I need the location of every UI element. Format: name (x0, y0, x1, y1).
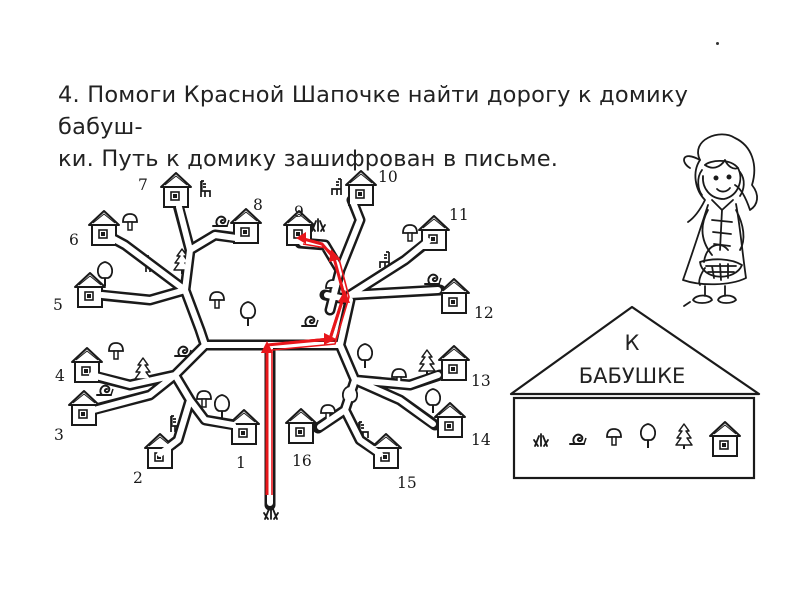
fir-tree-icon (134, 357, 152, 384)
house-number-14: 14 (471, 431, 491, 449)
house-number-3: 3 (54, 426, 64, 444)
letter-to-grandma: К БАБУШКЕ (509, 305, 761, 480)
little-red-riding-hood (682, 133, 758, 307)
house-number-6: 6 (69, 231, 79, 249)
letter-line-2: БАБУШКЕ (579, 364, 686, 388)
task-line-1: 4. Помоги Красной Шапочке найти дорогу к… (58, 82, 689, 140)
house-16[interactable] (285, 408, 317, 444)
snail-icon (301, 315, 319, 327)
snail-icon (212, 215, 230, 227)
house-number-5: 5 (53, 296, 63, 314)
house-number-2: 2 (133, 469, 143, 487)
house-1[interactable] (228, 409, 260, 445)
house-14[interactable] (434, 402, 466, 438)
house-11[interactable] (418, 215, 450, 251)
dot (716, 42, 719, 45)
house-number-9: 9 (294, 203, 304, 221)
house-number-10: 10 (378, 168, 398, 186)
house-number-16: 16 (292, 452, 312, 470)
house-12[interactable] (438, 278, 470, 314)
mushroom-icon (402, 224, 418, 242)
house-number-15: 15 (397, 474, 417, 492)
house-10[interactable] (345, 170, 377, 206)
snail-icon (424, 273, 442, 285)
snail-icon (96, 384, 114, 396)
house-number-12: 12 (474, 304, 494, 322)
task-text: 4. Помоги Красной Шапочке найти дорогу к… (58, 79, 778, 175)
house-7[interactable] (160, 172, 192, 208)
house-number-11: 11 (449, 206, 469, 224)
fir-tree-icon (418, 349, 436, 376)
house-4[interactable] (71, 347, 103, 383)
chair-icon (200, 180, 211, 198)
task-line-2: ки. Путь к домику зашифрован в письме. (58, 146, 559, 172)
mushroom-icon (209, 291, 225, 309)
tree-icon (239, 301, 257, 327)
house-number-7: 7 (138, 176, 148, 194)
tree-icon (213, 394, 231, 420)
house-number-13: 13 (471, 372, 491, 390)
tree-icon (356, 343, 374, 369)
house-number-1: 1 (236, 454, 246, 472)
tree-icon (424, 388, 442, 414)
house-13[interactable] (438, 345, 470, 381)
mushroom-icon (108, 342, 124, 360)
house-6[interactable] (88, 210, 120, 246)
chair-icon (331, 178, 342, 196)
mushroom-icon (122, 213, 138, 231)
letter-line-1: К (625, 331, 640, 355)
house-number-8: 8 (253, 196, 263, 214)
house-3[interactable] (68, 390, 100, 426)
house-number-4: 4 (55, 367, 65, 385)
house-8[interactable] (230, 208, 262, 244)
house-15[interactable] (370, 433, 402, 469)
